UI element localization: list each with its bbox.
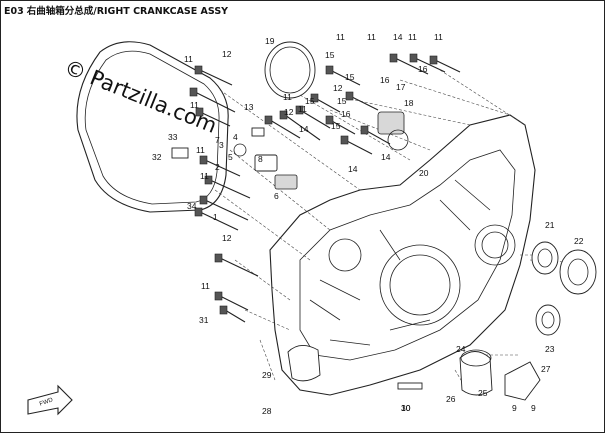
callout: 11: [196, 145, 205, 155]
callout: 12: [222, 233, 232, 243]
callout: 4: [233, 132, 238, 142]
section-code: E03: [4, 6, 24, 17]
oil-seal-29: [287, 345, 321, 382]
callout: 16: [418, 64, 428, 74]
callout: 12: [284, 107, 294, 117]
callout: 14: [381, 152, 391, 162]
callout: 11: [283, 92, 292, 102]
callout: 34: [187, 201, 197, 211]
housing-ribs: [309, 179, 491, 346]
callout-labels: 1 2 3 4 5 6 7 8 9 9 10 11 11 11 11 11 11…: [152, 32, 584, 416]
bearing-21-inner: [537, 248, 553, 268]
callout: 17: [396, 82, 406, 92]
callout: 26: [446, 394, 456, 404]
callout: 7: [215, 135, 220, 145]
cover-19-inner: [269, 46, 311, 94]
pin-30: [397, 382, 423, 390]
callout: 27: [541, 364, 551, 374]
bracket-33: [171, 147, 189, 159]
plate-27: [504, 361, 541, 401]
callout: 8: [258, 154, 263, 164]
callout: 22: [574, 236, 584, 246]
callout: 14: [348, 164, 358, 174]
bushing-24: [459, 351, 493, 396]
callout: 16: [341, 109, 351, 119]
bolts-top-group: [264, 53, 461, 155]
strainer-7: [254, 154, 278, 172]
crankcase-body: [269, 114, 536, 396]
o-ring-18: [387, 129, 409, 151]
callout: 29: [262, 370, 272, 380]
callout: 20: [419, 168, 429, 178]
fwd-arrow-icon: [27, 384, 73, 416]
callout: 3: [219, 140, 224, 150]
bearing-22-inner: [567, 258, 589, 286]
callout: 11: [201, 281, 210, 291]
oil-pump-body: [377, 111, 405, 135]
callout: 11: [367, 32, 376, 42]
dowel-pin: [251, 127, 265, 137]
callout: 11: [190, 100, 199, 110]
callout: 5: [228, 152, 233, 162]
callout: 16: [380, 75, 390, 85]
crankcase-inner-1: [299, 149, 516, 361]
callout: 12: [333, 83, 343, 93]
callout: 10: [401, 403, 411, 413]
gasket-outline: [76, 41, 229, 213]
callout: 11: [434, 32, 443, 42]
callout: 19: [265, 36, 275, 46]
callout: 15: [325, 50, 335, 60]
callout: 33: [168, 132, 178, 142]
callout: 14: [393, 32, 403, 42]
callout: 15: [337, 96, 347, 106]
bearing-bore-inner: [481, 231, 509, 259]
bearing-21: [531, 241, 559, 275]
bearing-22: [559, 249, 597, 295]
callout: 11: [408, 32, 417, 42]
crankshaft-bore: [379, 244, 461, 326]
callout: 31: [199, 315, 209, 325]
callout: 9: [531, 403, 536, 413]
callout: 6: [274, 191, 279, 201]
page-title: 右曲轴箱分总成/RIGHT CRANKCASE ASSY: [26, 6, 229, 17]
crankshaft-bore-inner: [389, 254, 451, 316]
callout: 32: [152, 152, 162, 162]
bearing-23-inner: [541, 311, 555, 329]
callout: 21: [545, 220, 555, 230]
bolts-left-group: [189, 65, 259, 323]
callout: 9: [512, 403, 517, 413]
spring-5: [233, 143, 247, 157]
callout: 11: [184, 54, 193, 64]
callout: 30: [401, 403, 411, 413]
bearing-23: [535, 304, 561, 336]
callout: 11: [298, 104, 307, 114]
callout: 12: [222, 49, 232, 59]
fwd-label: FWD: [39, 397, 55, 408]
shaft-bore: [328, 238, 362, 272]
callout: 28: [262, 406, 272, 416]
callout: 15: [331, 121, 341, 131]
callout: 15: [345, 72, 355, 82]
callout: 13: [244, 102, 254, 112]
gasket-inner: [84, 50, 220, 205]
callout: 23: [545, 344, 555, 354]
cover-19: [264, 41, 316, 99]
callout: 18: [404, 98, 414, 108]
callout: 2: [215, 162, 220, 172]
callout: 24: [456, 344, 466, 354]
callout: 14: [299, 124, 309, 134]
shaft-assy: [274, 174, 298, 190]
bushing-25: [460, 349, 492, 367]
callout: 11: [200, 171, 209, 181]
callout: 25: [478, 388, 488, 398]
callout: 1: [213, 212, 218, 222]
bearing-bore: [474, 224, 516, 266]
callout: 11: [336, 32, 345, 42]
callout: 15: [305, 96, 315, 106]
